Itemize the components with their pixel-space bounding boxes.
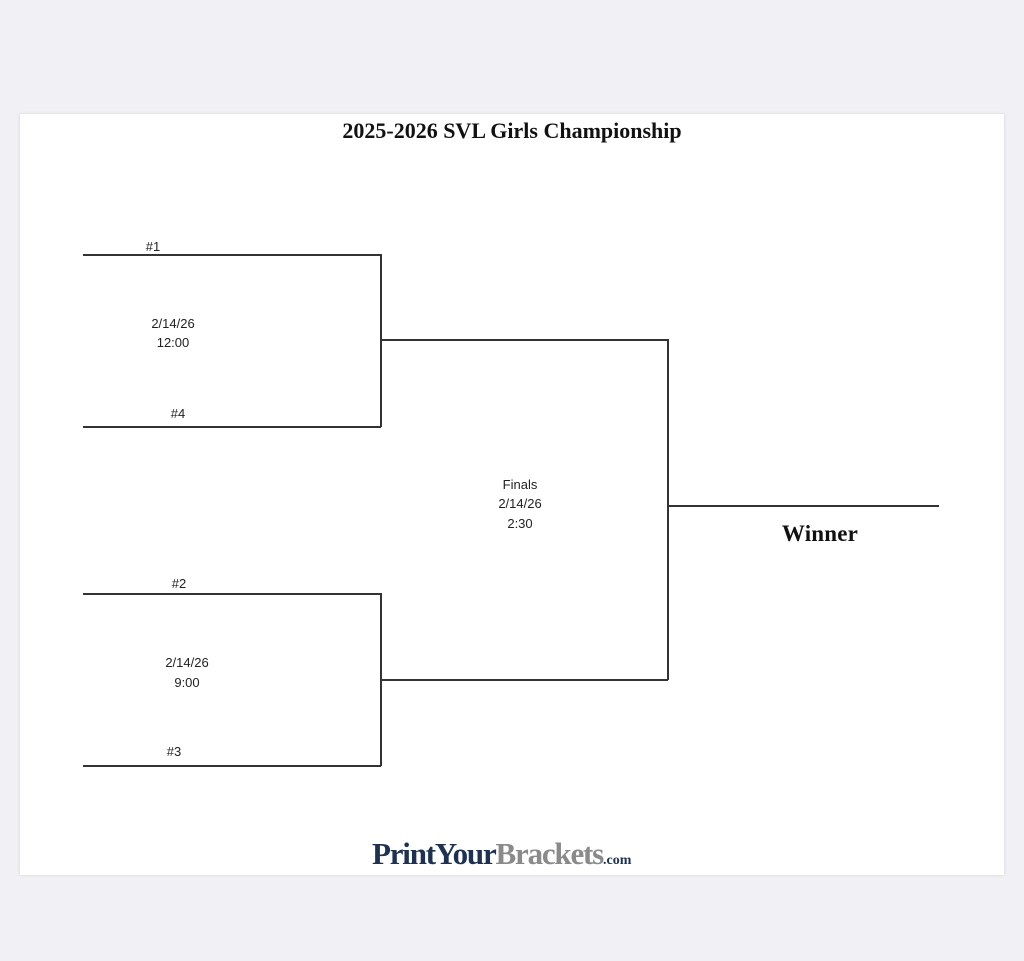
bracket-connector-finals (667, 339, 669, 680)
seed-label-3: #3 (166, 744, 182, 759)
logo-text-printyour: PrintYour (372, 836, 497, 871)
finals-label: Finals (502, 477, 538, 492)
seed-label-4: #4 (170, 406, 186, 421)
seed-label-1: #1 (145, 239, 161, 254)
bracket-line-seed-1 (83, 254, 381, 256)
bracket-connector-match-2 (380, 593, 382, 766)
match-2-date: 2/14/26 (165, 655, 209, 670)
bracket-line-seed-4 (83, 426, 381, 428)
page-title: 2025-2026 SVL Girls Championship (342, 118, 682, 143)
match-2-time: 9:00 (174, 675, 200, 690)
match-1-date: 2/14/26 (151, 316, 195, 331)
match-1-time: 12:00 (156, 335, 190, 350)
bracket-line-seed-3 (83, 765, 381, 767)
bracket-line-finalist-bottom (381, 679, 668, 681)
finals-date: 2/14/26 (498, 496, 542, 511)
printyourbrackets-logo: PrintYourBrackets.com (372, 836, 631, 872)
finals-time: 2:30 (507, 516, 533, 531)
bracket-connector-match-1 (380, 254, 382, 427)
seed-label-2: #2 (171, 576, 187, 591)
bracket-line-seed-2 (83, 593, 381, 595)
logo-text-brackets: Brackets (495, 836, 605, 871)
bracket-line-winner (668, 505, 939, 507)
winner-label: Winner (781, 521, 859, 546)
bracket-line-finalist-top (381, 339, 668, 341)
bracket-sheet (20, 114, 1004, 875)
logo-text-com: .com (603, 853, 632, 868)
